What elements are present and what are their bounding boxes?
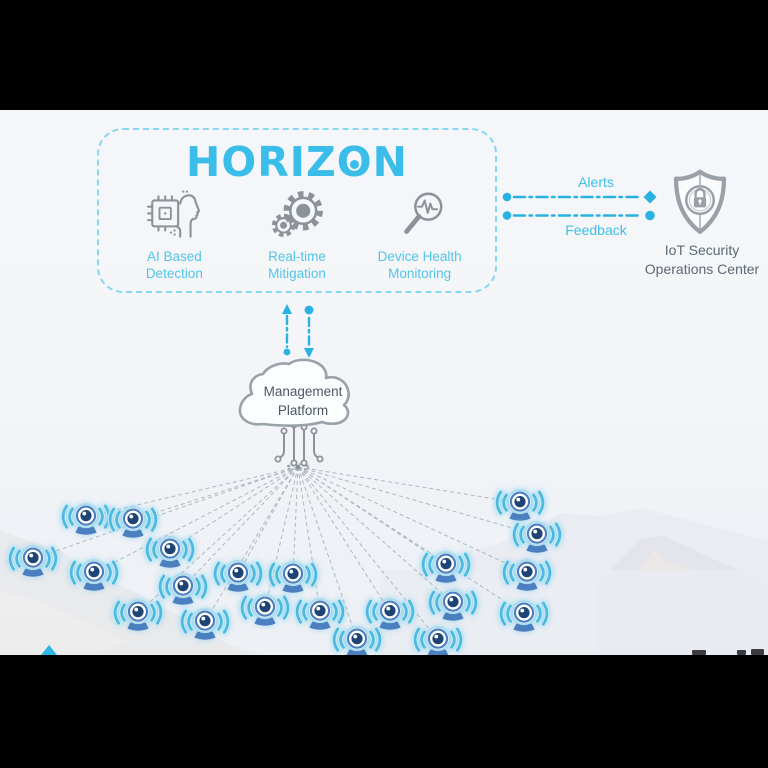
iot-camera-icon (179, 608, 231, 640)
footer-logo-remnant (751, 649, 764, 655)
iot-camera-icon (157, 573, 209, 605)
iot-camera-icon (239, 594, 291, 626)
iot-camera-icon (501, 559, 553, 591)
iot-camera-icon (60, 503, 112, 535)
feature-label: AI Based Detection (145, 249, 203, 281)
logo-text-post: N (372, 138, 408, 186)
alerts-label: Alerts (578, 174, 614, 190)
letterbox-bar-top (0, 0, 768, 110)
iot-camera-icon (498, 600, 550, 632)
soc-links (502, 190, 657, 221)
iot-camera-icon (364, 598, 416, 630)
iot-camera-device (178, 601, 232, 648)
device-layer (0, 110, 768, 655)
iot-camera-device (293, 591, 347, 638)
iot-camera-icon (112, 599, 164, 631)
iot-camera-device (330, 619, 384, 655)
iot-camera-device (419, 544, 473, 591)
letterbox-bar-bottom (0, 655, 768, 768)
iot-camera-icon (420, 551, 472, 583)
feature-label: Real-time Mitigation (268, 249, 326, 281)
horizon-logo: HORIZON (99, 139, 495, 185)
iot-camera-device (426, 582, 480, 629)
alerts-line (502, 190, 657, 204)
feature-ai-detection: AI Based Detection (113, 187, 236, 282)
ai-chip-head-icon (145, 187, 203, 243)
iot-camera-icon (212, 560, 264, 592)
iot-camera-icon (331, 626, 383, 655)
iot-camera-icon (7, 545, 59, 577)
iot-camera-icon (107, 506, 159, 538)
feature-label: Device Health Monitoring (377, 249, 462, 281)
iot-camera-device (238, 587, 292, 634)
iot-camera-device (156, 566, 210, 613)
slide-content: HORIZON (0, 110, 768, 655)
logo-lens-o: O (337, 139, 373, 185)
shield-lock-icon (671, 169, 729, 239)
iot-camera-device (106, 499, 160, 546)
iot-camera-device (500, 552, 554, 599)
iot-camera-device (211, 553, 265, 600)
iot-camera-icon (412, 626, 464, 655)
iot-camera-icon (294, 598, 346, 630)
logo-text-pre: HORIZ (186, 138, 337, 186)
location-marker-icon (41, 645, 57, 655)
iot-camera-device (411, 619, 465, 655)
feedback-line (502, 210, 655, 221)
iot-camera-device (6, 538, 60, 585)
iot-camera-icon (427, 589, 479, 621)
iot-camera-device (497, 593, 551, 640)
feature-row: AI Based Detection Real-time (99, 185, 495, 282)
footer-logo-remnant (692, 650, 706, 655)
iot-camera-icon (68, 559, 120, 591)
lens-dot-icon (350, 159, 360, 169)
footer-logo-remnant (737, 650, 746, 655)
cloud-icon (238, 358, 350, 427)
cloud-label: Management Platform (263, 384, 343, 418)
iot-camera-device (266, 554, 320, 601)
iot-camera-device (493, 482, 547, 529)
feature-device-health: Device Health Monitoring (358, 187, 481, 282)
download-arrow-icon (304, 305, 314, 358)
feature-realtime-mitigation: Real-time Mitigation (236, 187, 359, 282)
panel-cloud-links (282, 304, 314, 358)
upload-arrow-icon (282, 304, 292, 356)
device-fan-lines (32, 466, 538, 641)
iot-camera-device (111, 592, 165, 639)
feedback-label: Feedback (565, 222, 627, 238)
iot-camera-icon (144, 536, 196, 568)
iot-camera-device (59, 496, 113, 543)
magnifier-pulse-icon (391, 187, 449, 243)
network-hub-icon (286, 463, 310, 471)
iot-camera-icon (494, 489, 546, 521)
iot-camera-device (143, 529, 197, 576)
soc-title: IoT Security Operations Center (644, 242, 760, 277)
iot-camera-device (363, 591, 417, 638)
gears-icon (268, 187, 326, 243)
iot-camera-device (67, 552, 121, 599)
iot-camera-icon (511, 521, 563, 553)
horizon-panel: HORIZON (97, 128, 497, 293)
iot-camera-icon (267, 561, 319, 593)
iot-camera-device (510, 514, 564, 561)
